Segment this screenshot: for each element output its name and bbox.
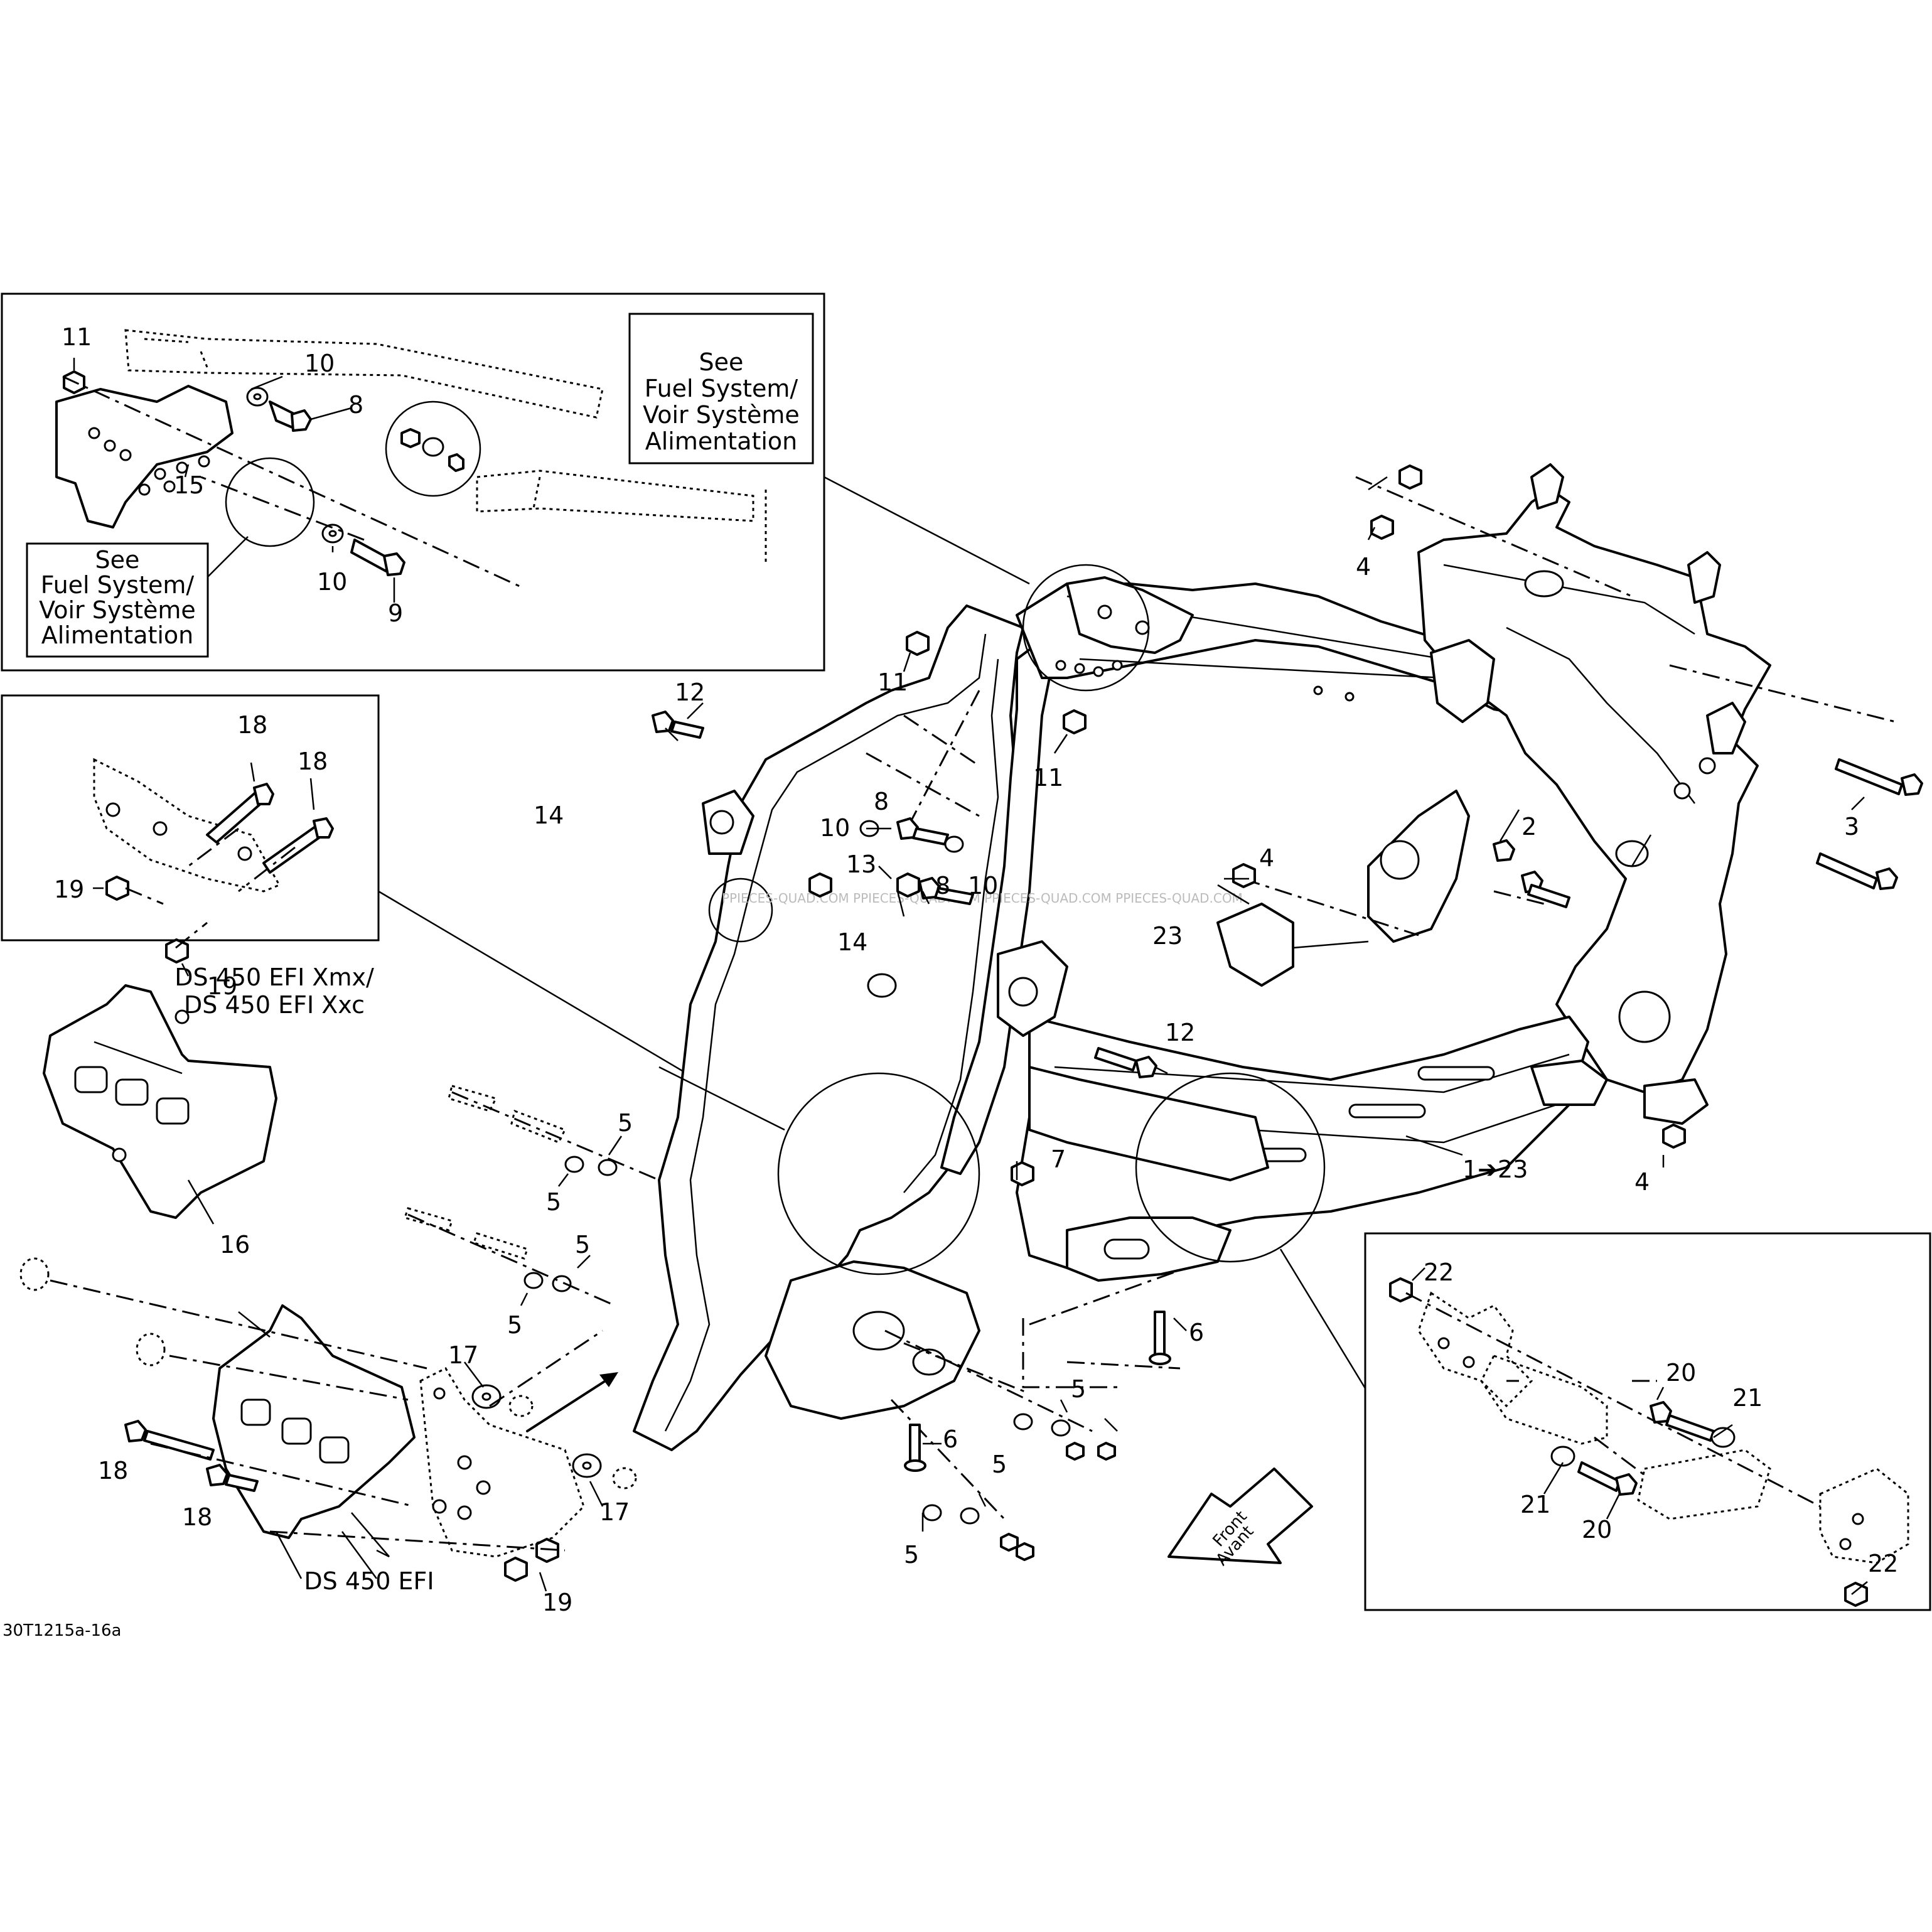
note-see-fuel-upper-1: See [699, 348, 744, 376]
callout-10: 10 [968, 872, 998, 899]
diagram-code: 30T1215a-16a [3, 1621, 121, 1640]
watermark: PPIECES-QUAD.COM PPIECES-QUAD.COM PPIECE… [722, 891, 1243, 906]
variant-label-xmx-1: DS 450 EFI Xmx/ [174, 963, 374, 991]
callout-10: 10 [317, 568, 347, 596]
callout-21: 21 [1520, 1491, 1550, 1518]
callout-19: 19 [54, 876, 84, 903]
callout-16: 16 [220, 1231, 250, 1258]
callout-18: 18 [182, 1503, 212, 1531]
callout-12: 12 [1165, 1019, 1195, 1046]
callout-8: 8 [348, 391, 363, 419]
note-see-fuel-upper-4: Alimentation [645, 427, 798, 455]
callout-3: 3 [1844, 813, 1859, 840]
inset-fuel-bracket: See Fuel System/ Voir Système Alimentati… [1, 292, 1030, 672]
callout-5: 5 [546, 1188, 561, 1216]
callout-11: 11 [62, 323, 92, 351]
callout-4: 4 [1259, 844, 1274, 872]
callout-5: 5 [507, 1311, 522, 1339]
callout-8: 8 [874, 788, 889, 815]
note-see-fuel-lower-1: See [95, 546, 140, 574]
note-see-fuel-upper-3: Voir Système [643, 401, 800, 429]
callout-4: 4 [1634, 1168, 1650, 1196]
callout-14: 14 [534, 802, 564, 829]
callout-10: 10 [820, 814, 850, 842]
callout-17: 17 [448, 1341, 478, 1369]
callout-5: 5 [992, 1451, 1007, 1478]
left-fasteners [404, 1085, 660, 1307]
callout-18: 18 [237, 711, 267, 739]
note-see-fuel-upper-2: Fuel System/ [645, 375, 798, 402]
callout-9: 9 [388, 599, 403, 627]
variant-label-std: DS 450 EFI [304, 1567, 434, 1595]
callout-7: 7 [1051, 1146, 1066, 1173]
callout-15: 15 [174, 471, 204, 499]
callout-18: 18 [298, 748, 328, 775]
variant-label-xmx-2: DS 450 EFI Xxc [184, 991, 365, 1019]
callout-17: 17 [599, 1498, 630, 1526]
callout-11: 11 [877, 668, 908, 696]
callout-5: 5 [1071, 1375, 1086, 1403]
callout-4: 4 [1356, 553, 1371, 581]
callout-13: 13 [846, 851, 876, 878]
callout-5: 5 [618, 1109, 633, 1137]
callout-20: 20 [1582, 1516, 1612, 1543]
callout-6: 6 [943, 1425, 958, 1453]
callout-5: 5 [575, 1231, 590, 1258]
callout-2: 2 [1521, 813, 1537, 840]
front-arrow-icon: Front Avant [1167, 1468, 1313, 1569]
callout-10: 10 [304, 350, 335, 377]
callout-22: 22 [1868, 1550, 1898, 1577]
callout-19: 19 [207, 972, 237, 1000]
note-see-fuel-lower-3: Voir Système [39, 596, 196, 624]
chain-guard-brackets [19, 984, 637, 1592]
callout-14: 14 [837, 928, 867, 956]
main-frame: PPIECES-QUAD.COM PPIECES-QUAD.COM PPIECE… [633, 463, 1896, 1520]
callout-21: 21 [1732, 1384, 1763, 1412]
callout-22: 22 [1424, 1258, 1454, 1286]
note-see-fuel-lower-4: Alimentation [41, 621, 194, 649]
callout-5: 5 [904, 1541, 919, 1569]
note-see-fuel-lower-2: Fuel System/ [41, 571, 195, 599]
callout-8: 8 [935, 872, 950, 899]
inset-bracket-18-19 [1, 694, 804, 1144]
callout-20: 20 [1666, 1359, 1696, 1387]
bracket-15 [55, 385, 233, 529]
callout-18: 18 [98, 1457, 128, 1484]
callout-12: 12 [675, 679, 705, 706]
callout-19: 19 [542, 1589, 572, 1616]
callouts: 11 10 8 15 10 9 18 18 19 19 16 18 18 17 … [54, 323, 1898, 1616]
frame-fasteners [652, 464, 1923, 1561]
callout-6: 6 [1189, 1319, 1204, 1346]
range-label: 1➔23 [1462, 1156, 1528, 1183]
callout-11: 11 [1033, 764, 1063, 792]
inset-bracket-20-22 [1364, 1232, 1931, 1611]
callout-23: 23 [1152, 922, 1183, 950]
